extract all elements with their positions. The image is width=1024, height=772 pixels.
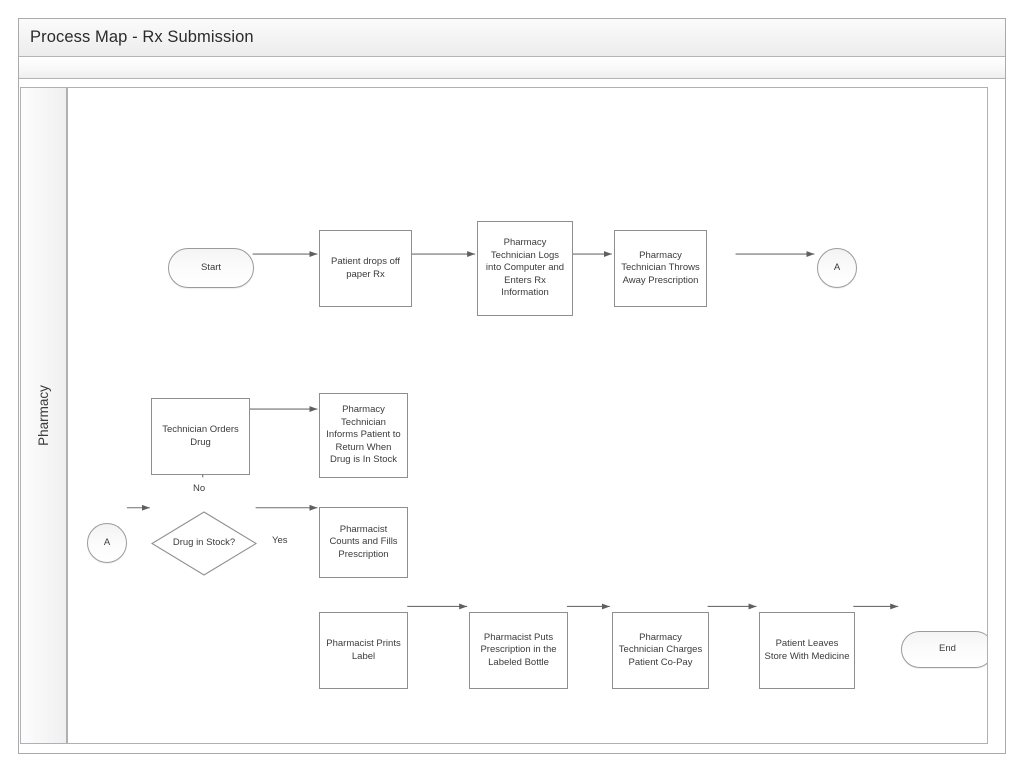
page-title: Process Map - Rx Submission <box>30 28 254 46</box>
node-pharmacist-prints-label[interactable]: Pharmacist Prints Label <box>319 612 408 689</box>
node-pharmacist-counts-and-fills-label: Pharmacist Counts and Fills Prescription <box>329 523 398 560</box>
node-technician-logs-into-computer[interactable]: Pharmacy Technician Logs into Computer a… <box>477 221 573 316</box>
node-end[interactable]: End <box>901 631 987 668</box>
node-decision-drug-in-stock[interactable]: Drug in Stock? <box>151 511 257 576</box>
node-pharmacist-counts-and-fills[interactable]: Pharmacist Counts and Fills Prescription <box>319 507 408 578</box>
diagram-subtitle-bar <box>19 57 1005 79</box>
diamond-shape-icon <box>151 511 257 576</box>
node-start-label: Start <box>200 261 222 273</box>
node-technician-orders-drug-label: Technician Orders Drug <box>162 424 239 448</box>
node-technician-informs-patient-label: Pharmacy Technician Informs Patient to R… <box>326 404 401 466</box>
node-pharmacist-prints-label-label: Pharmacist Prints Label <box>326 638 401 662</box>
node-connector-a-out[interactable]: A <box>817 248 857 288</box>
swimlane-header-pharmacy[interactable]: Pharmacy <box>20 87 67 744</box>
swimlane-body: Start Patient drops off paper Rx Pharmac… <box>67 87 988 744</box>
node-connector-a-in[interactable]: A <box>87 523 127 563</box>
node-pharmacist-puts-in-bottle[interactable]: Pharmacist Puts Prescription in the Labe… <box>469 612 568 689</box>
node-start[interactable]: Start <box>168 248 254 288</box>
node-patient-drops-off-rx[interactable]: Patient drops off paper Rx <box>319 230 412 307</box>
node-patient-drops-off-rx-label: Patient drops off paper Rx <box>330 256 400 280</box>
node-decision-drug-in-stock-label: Drug in Stock? <box>172 537 236 549</box>
node-patient-leaves-store-label: Patient Leaves Store With Medicine <box>764 638 850 662</box>
node-technician-throws-away-prescription[interactable]: Pharmacy Technician Throws Away Prescrip… <box>614 230 707 307</box>
edge-label-no: No <box>192 483 207 494</box>
node-patient-leaves-store[interactable]: Patient Leaves Store With Medicine <box>759 612 855 689</box>
swimlane-area: Pharmacy <box>19 79 1005 753</box>
node-technician-charges-copay-label: Pharmacy Technician Charges Patient Co-P… <box>618 631 703 668</box>
node-technician-orders-drug[interactable]: Technician Orders Drug <box>151 398 250 475</box>
node-technician-logs-into-computer-label: Pharmacy Technician Logs into Computer a… <box>485 237 565 299</box>
edge-label-yes: Yes <box>271 535 289 546</box>
node-end-label: End <box>939 643 956 655</box>
diagram-title-bar: Process Map - Rx Submission <box>19 19 1005 57</box>
node-technician-charges-copay[interactable]: Pharmacy Technician Charges Patient Co-P… <box>612 612 709 689</box>
node-connector-a-in-label: A <box>103 536 111 548</box>
diagram-frame: Process Map - Rx Submission Pharmacy <box>18 18 1006 754</box>
swimlane-label: Pharmacy <box>36 385 51 446</box>
node-technician-throws-away-prescription-label: Pharmacy Technician Throws Away Prescrip… <box>621 249 700 286</box>
node-technician-informs-patient[interactable]: Pharmacy Technician Informs Patient to R… <box>319 393 408 478</box>
node-pharmacist-puts-in-bottle-label: Pharmacist Puts Prescription in the Labe… <box>480 631 557 668</box>
node-connector-a-out-label: A <box>833 261 841 273</box>
